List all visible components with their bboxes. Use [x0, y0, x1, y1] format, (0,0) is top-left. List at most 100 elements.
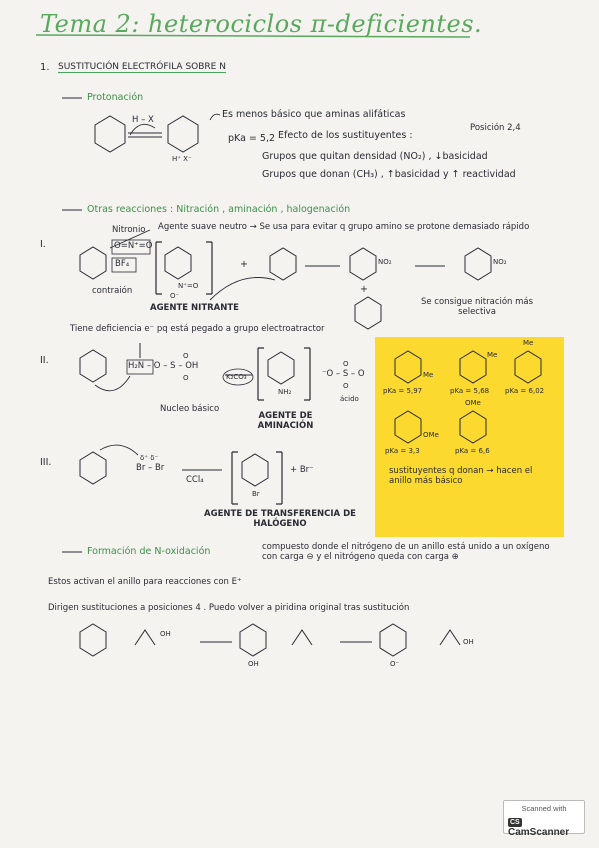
pyridinium-ring — [164, 246, 192, 280]
scanner-line2-wrap: CSCamScanner — [508, 816, 584, 838]
pyridinium-ring — [167, 115, 199, 153]
camscanner-logo: CS — [508, 818, 522, 827]
oxidation-o-minus: O⁻ — [390, 660, 400, 668]
r1-reagent-top: Nitronio — [112, 225, 146, 235]
r1-agent: AGENTE NITRANTE — [150, 303, 239, 313]
pyridine-ring — [514, 350, 542, 384]
r2-reagent: H₂N – O – S – OH — [128, 361, 199, 371]
bracket — [257, 347, 264, 401]
protonation-label: Protonación — [87, 92, 144, 103]
scanner-line2: CamScanner — [508, 827, 570, 838]
sticky-pka3: pKa = 6,02 — [505, 387, 545, 395]
sticky-me1: Me — [423, 371, 434, 379]
oxidation-oh-3: OH — [463, 638, 474, 646]
bracket — [206, 241, 213, 295]
pyridine-ring — [394, 410, 422, 444]
reagent-box — [111, 239, 151, 255]
r2-nucleo: Nucleo básico — [160, 404, 220, 414]
sticky-note: Me Me Me pKa = 5,97 pKa = 5,68 pKa = 6,0… — [375, 337, 564, 537]
r2-byproduct-o-top: O — [343, 360, 349, 368]
r1-plus-2: + — [360, 284, 368, 295]
protonation-reagent: H – X — [132, 115, 154, 125]
benzene-ring — [349, 247, 377, 281]
bracket — [155, 241, 162, 295]
pyridine-n-oxide-ring — [379, 623, 407, 657]
oxidation-label: Formación de N-oxidación — [87, 546, 211, 557]
oxidation-oh-1: OH — [160, 630, 171, 638]
sticky-rings — [394, 350, 542, 444]
sticky-note-text: sustituyentes q donan → hacen el anillo … — [389, 466, 533, 486]
acid-sketch — [439, 629, 461, 646]
bracket — [231, 451, 238, 505]
benzene-ring — [269, 247, 297, 281]
curved-arrow — [99, 444, 139, 456]
section-heading: SUSTITUCIÓN ELECTRÓFILA SOBRE N — [58, 62, 226, 74]
r3-agent: AGENTE DE TRANSFERENCIA DE HALÓGENO — [204, 509, 356, 529]
protonation-note1: Es menos básico que aminas alifáticas — [222, 109, 406, 120]
r2-byproduct: ⁻O – S – O — [322, 369, 365, 379]
pyridine-ring — [354, 296, 382, 330]
r1-plus: + — [240, 259, 248, 270]
pyridine-ring — [94, 115, 126, 153]
r1-result: Se consigue nitración más selectiva — [420, 297, 534, 317]
scanner-line1: Scanned with — [521, 804, 567, 813]
arrow — [109, 229, 151, 249]
sticky-pka5: pKa = 6,6 — [455, 447, 490, 455]
r3-solvent: CCl₄ — [186, 475, 204, 485]
r3-charges: δ⁺ δ⁻ — [140, 454, 159, 462]
pyridine-ring — [79, 623, 107, 657]
reagent-box — [126, 359, 154, 375]
r1-number: I. — [40, 239, 46, 250]
curved-arrow — [94, 375, 131, 392]
pyridine-ring — [394, 350, 422, 384]
reagent-box — [111, 257, 137, 273]
r1-note: Agente suave neutro → Se usa para evitar… — [158, 222, 530, 232]
r2-acid: ácido — [340, 395, 359, 403]
section-number: 1. — [40, 62, 50, 73]
sticky-ome2: OMe — [465, 399, 481, 407]
r2-base: K₂CO₃ — [226, 373, 247, 381]
peracid-sketch — [134, 629, 156, 646]
sticky-me3: Me — [523, 339, 534, 347]
r3-plus-br: + Br⁻ — [290, 465, 314, 475]
r2-nh2: NH₂ — [278, 388, 292, 396]
sticky-pka2: pKa = 5,68 — [450, 387, 490, 395]
bullet-nitro: Grupos que quitan densidad (NO₂) , ↓basi… — [262, 151, 488, 162]
oxidation-bullet1: Estos activan el anillo para reacciones … — [48, 577, 242, 587]
benzene-ring — [464, 247, 492, 281]
r1-deficiency: Tiene deficiencia e⁻ pq está pegado a gr… — [70, 324, 325, 334]
pyridine-ring — [459, 350, 487, 384]
r1-counterion-formula: BF₄ — [115, 259, 130, 269]
r3-number: III. — [40, 457, 52, 468]
r1-reagent-formula: O=N⁺=O — [114, 241, 153, 251]
title-underline — [35, 34, 471, 38]
protonation-pka: pKa = 5,2 — [228, 133, 276, 144]
pyridine-ring — [459, 410, 487, 444]
r1-nitro-o: O⁻ — [170, 292, 180, 300]
pyridinium-ring — [267, 351, 295, 385]
pyridine-n-oxide-ring — [239, 623, 267, 657]
oxidation-bullet2: Dirigen sustituciones a posiciones 4 . P… — [48, 603, 410, 613]
curved-arrow — [209, 277, 276, 301]
r1-product-sub: NO₂ — [378, 258, 392, 266]
r1-final-sub: NO₂ — [493, 258, 507, 266]
sticky-me2: Me — [487, 351, 498, 359]
oxidation-oh-2: OH — [248, 660, 259, 668]
position-label: Posición 2,4 — [470, 123, 521, 133]
oxidation-desc: compuesto donde el nitrógeno de un anill… — [262, 542, 550, 562]
pyridine-ring — [79, 451, 107, 485]
page-title: Tema 2: heterociclos π-deficientes. — [40, 10, 483, 38]
pyridine-ring — [79, 246, 107, 280]
protonation-product-label: H⁺ X⁻ — [172, 155, 192, 163]
r2-agent: AGENTE DE AMINACIÓN — [257, 411, 314, 431]
curved-arrow — [129, 123, 156, 136]
r1-counterion-label: contraión — [92, 286, 133, 296]
r2-reagent-o-top: O — [183, 352, 189, 360]
bracket — [304, 347, 311, 401]
protonation-note2: Efecto de los sustituyentes : — [278, 130, 413, 141]
bracket — [276, 451, 283, 505]
bullet-methyl: Grupos que donan (CH₃) , ↑basicidad y ↑ … — [262, 169, 516, 180]
sticky-ome1: OMe — [423, 431, 439, 439]
sticky-pka4: pKa = 3,3 — [385, 447, 420, 455]
